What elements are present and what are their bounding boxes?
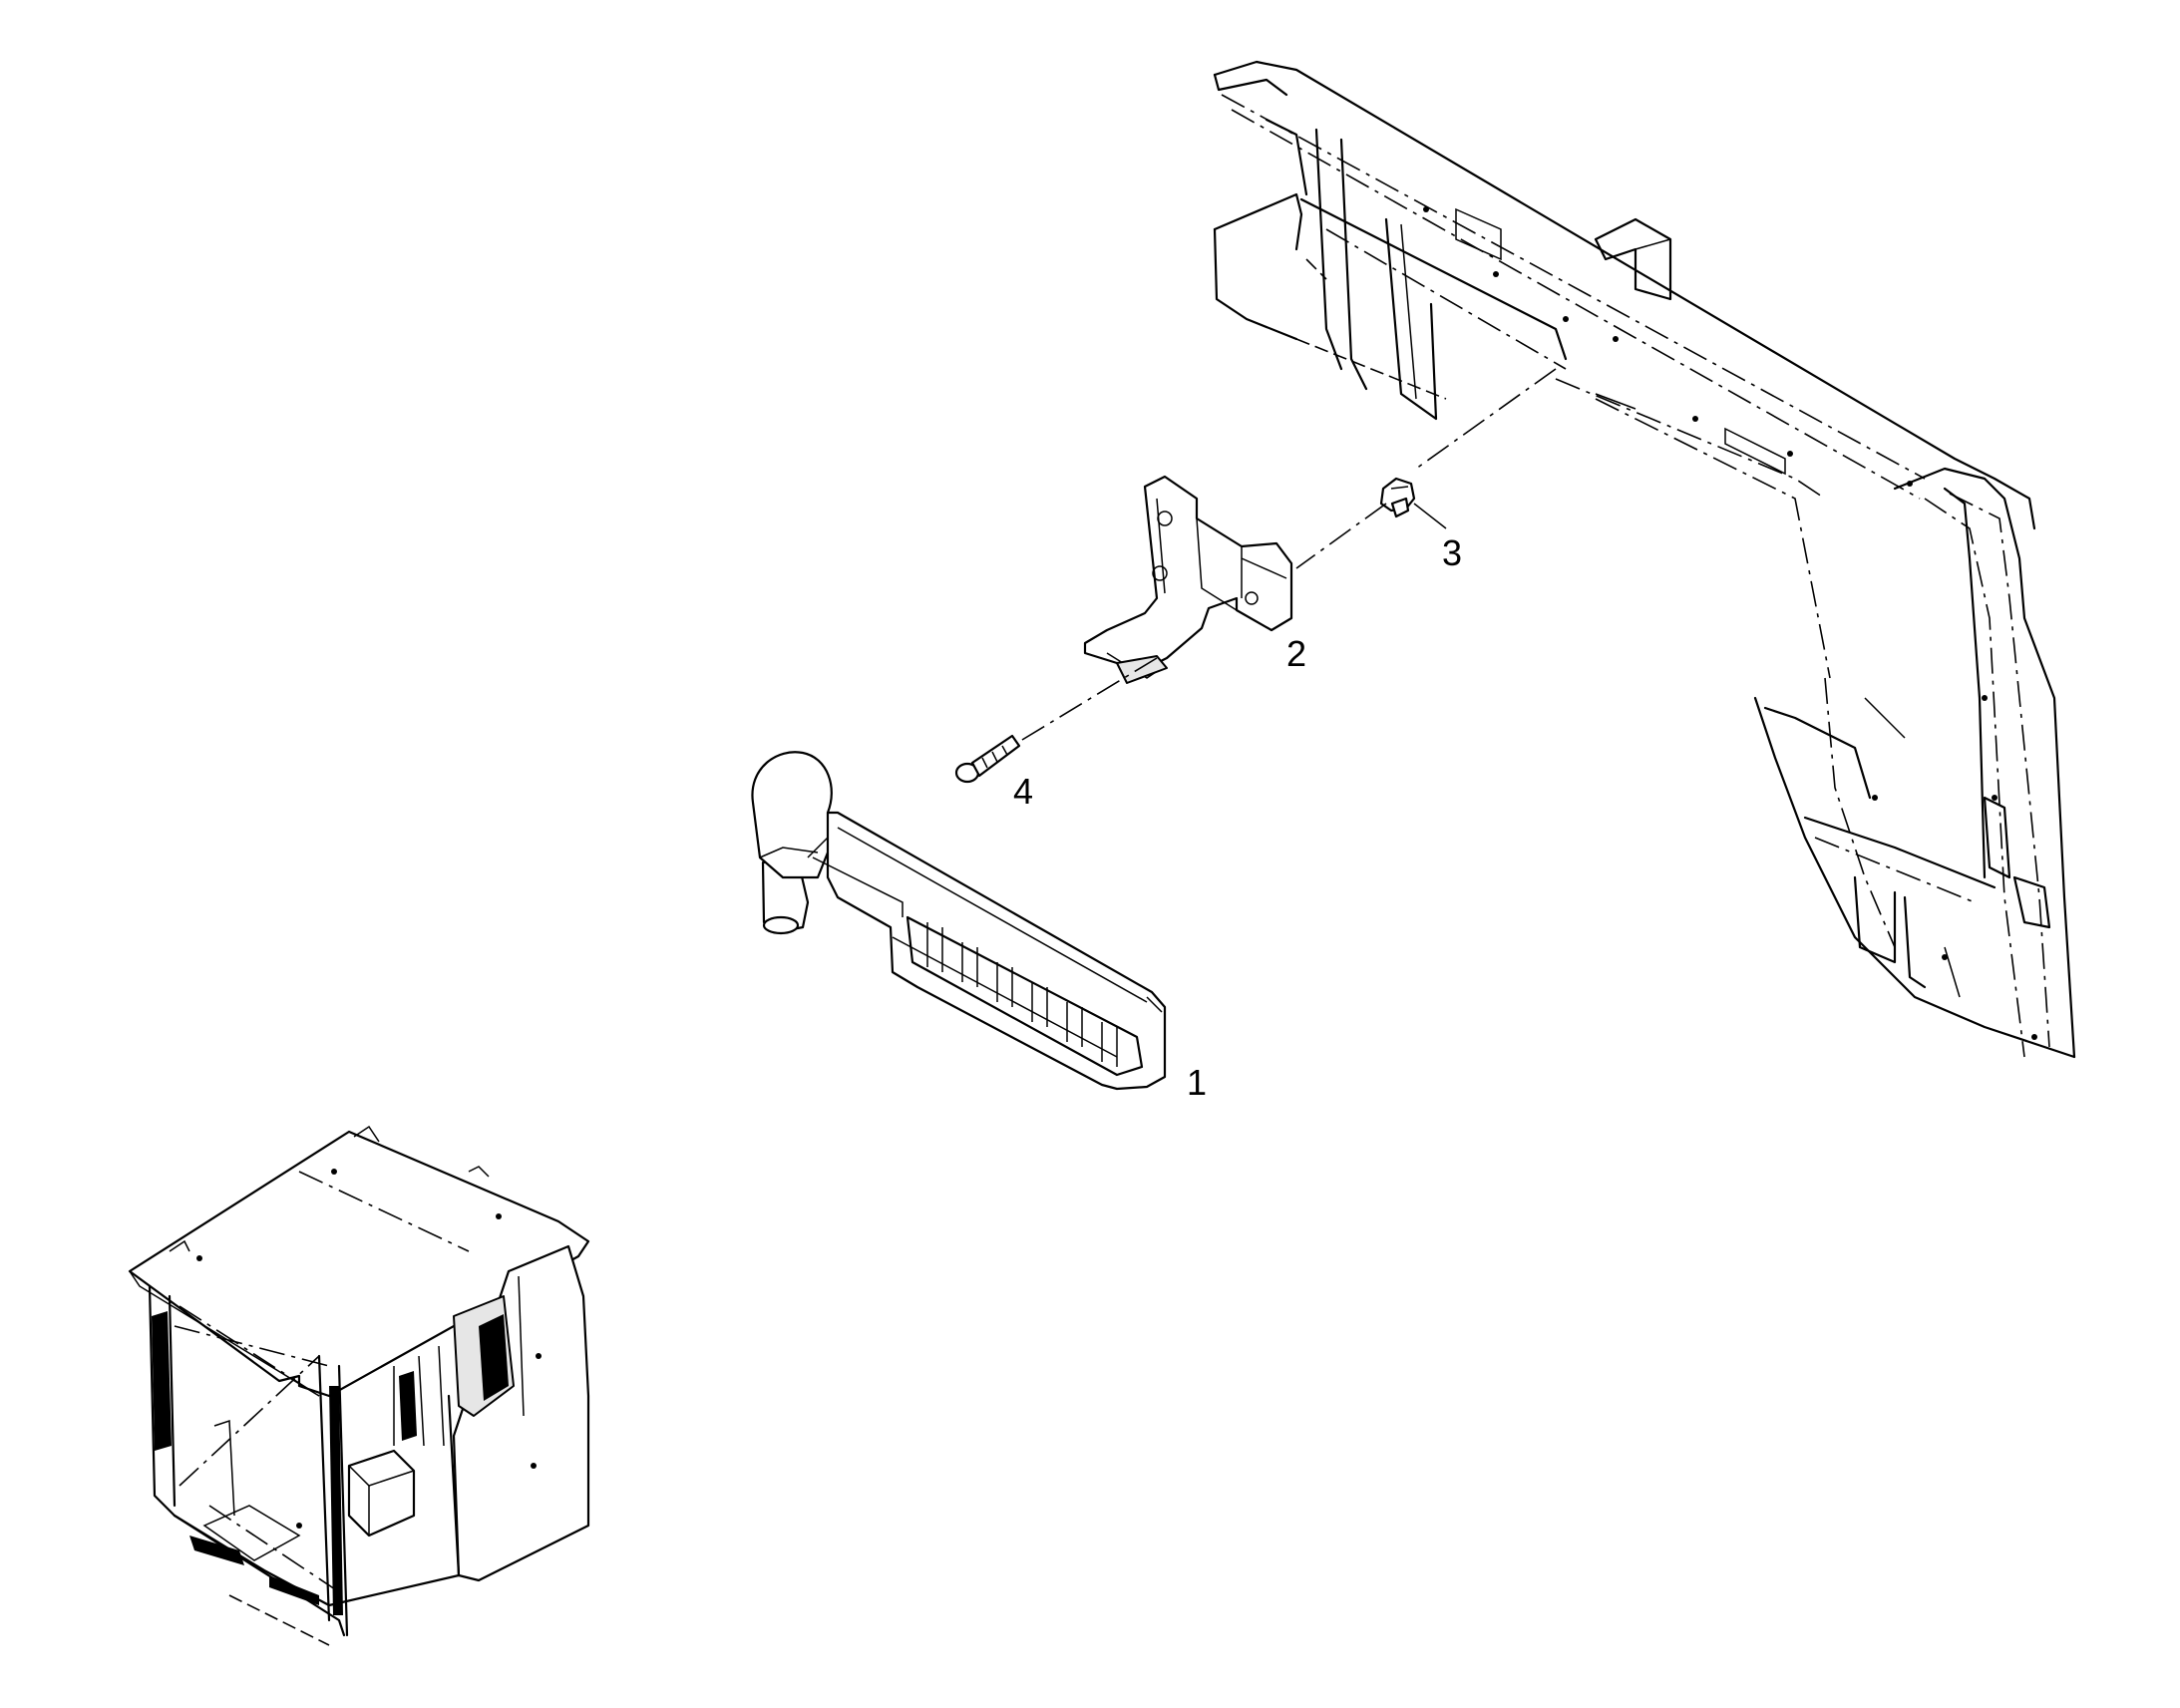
cab-overview [128, 1125, 590, 1646]
leader-line-3 [1413, 503, 1447, 529]
part-1-handle [751, 751, 1167, 1091]
callout-part-1: 1 [1187, 1062, 1208, 1103]
rear-panel-assembly [1213, 60, 2076, 1059]
callout-part-2: 2 [1286, 633, 1307, 674]
part-4-bolt [954, 734, 1021, 784]
assembly-centerline [1016, 368, 1557, 744]
callout-part-3: 3 [1442, 532, 1463, 573]
part-3-fastener [1379, 477, 1416, 518]
callout-part-4: 4 [1013, 771, 1034, 812]
part-2-bracket [1083, 475, 1293, 684]
